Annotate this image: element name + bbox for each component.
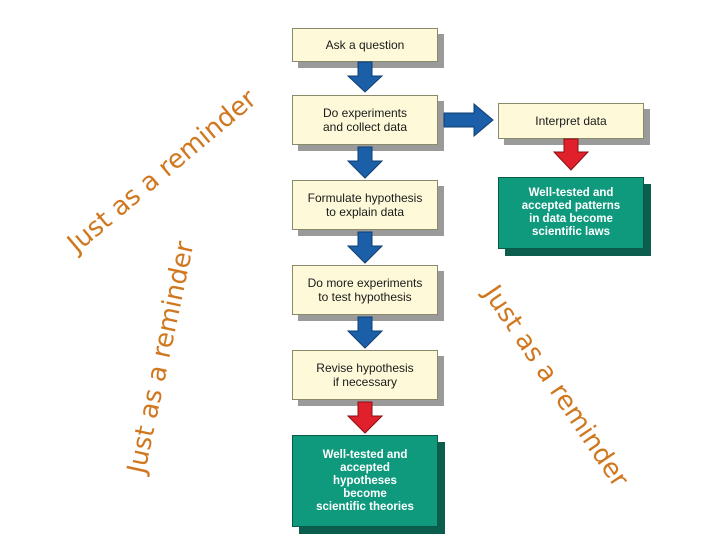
arrow-revise-to-theories: [346, 401, 384, 434]
arrow-more-experiments-to-revise: [346, 316, 384, 349]
ask-question-box: Ask a question: [292, 28, 438, 62]
arrow-experiments-to-formulate: [346, 146, 384, 179]
more-experiments-box: Do more experiments to test hypothesis: [292, 265, 438, 315]
arrow-ask-to-experiments: [346, 61, 384, 93]
scientific-laws-box: Well-tested and accepted patterns in dat…: [498, 177, 644, 249]
arrow-formulate-to-more-experiments: [346, 231, 384, 264]
arrow-experiments-to-interpret: [443, 102, 494, 138]
arrow-interpret-to-laws: [552, 138, 590, 171]
do-experiments-box: Do experiments and collect data: [292, 95, 438, 145]
formulate-hypothesis-box: Formulate hypothesis to explain data: [292, 180, 438, 230]
revise-hypothesis-box: Revise hypothesis if necessary: [292, 350, 438, 400]
scientific-theories-box: Well-tested and accepted hypotheses beco…: [292, 435, 438, 527]
